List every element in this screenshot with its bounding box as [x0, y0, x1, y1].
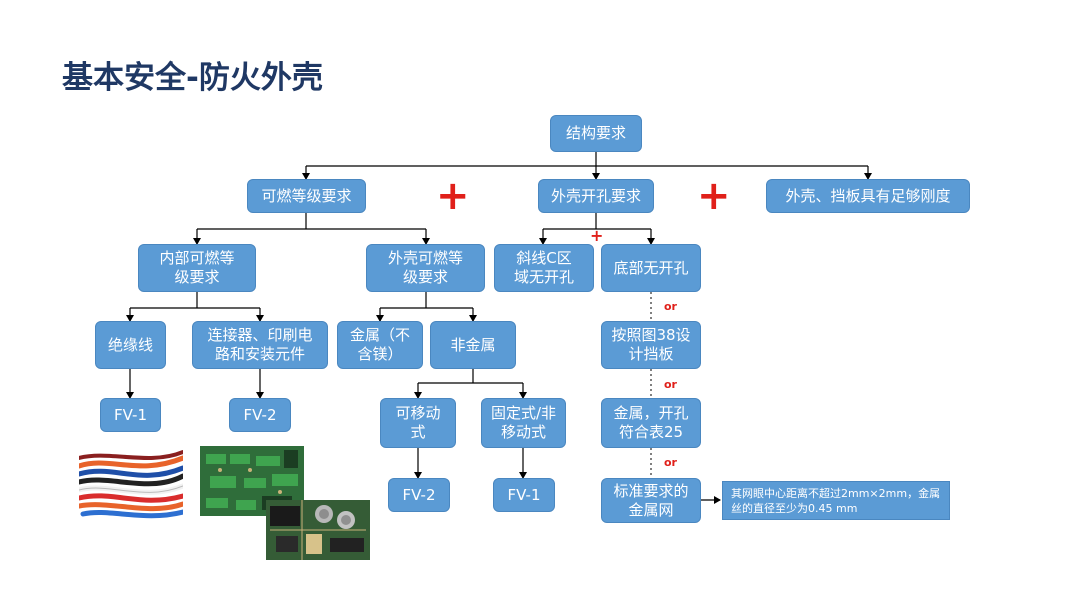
- structural-requirements-node: 结构要求: [550, 115, 642, 152]
- or-label: or: [664, 456, 677, 469]
- fv2-node: FV-2: [388, 478, 450, 512]
- fv2-node: FV-2: [229, 398, 291, 432]
- non-metal-node: 非金属: [430, 321, 516, 369]
- connectors-pcb-node: 连接器、印刷电路和安装元件: [192, 321, 328, 369]
- fv1-node: FV-1: [100, 398, 161, 432]
- baffle-design-node: 按照图38设计挡板: [601, 321, 701, 369]
- mesh-spec-note: 其网眼中心距离不超过2mm×2mm，金属丝的直径至少为0.45 mm: [722, 481, 950, 520]
- rigidity-requirements-node: 外壳、挡板具有足够刚度: [766, 179, 970, 213]
- movable-node: 可移动式: [380, 398, 456, 448]
- internal-flammability-node: 内部可燃等级要求: [138, 244, 256, 292]
- zone-c-no-openings-node: 斜线C区域无开孔: [494, 244, 594, 292]
- standard-metal-mesh-node: 标准要求的金属网: [601, 478, 701, 523]
- pcb-connectors-photo: [200, 446, 304, 516]
- or-label: or: [664, 378, 677, 391]
- pcb-components-photo: [266, 500, 370, 560]
- fixed-stationary-node: 固定式/非移动式: [481, 398, 566, 448]
- enclosure-flammability-node: 外壳可燃等级要求: [366, 244, 485, 292]
- bottom-no-openings-node: 底部无开孔: [601, 244, 701, 292]
- flammability-requirements-node: 可燃等级要求: [247, 179, 366, 213]
- metal-no-magnesium-node: 金属（不含镁）: [337, 321, 423, 369]
- plus-sign: +: [436, 173, 470, 219]
- fv1-node: FV-1: [493, 478, 555, 512]
- plus-sign: +: [697, 173, 731, 219]
- plus-sign-small: +: [590, 226, 604, 245]
- wires-photo: [79, 446, 183, 522]
- or-label: or: [664, 300, 677, 313]
- insulated-wire-node: 绝缘线: [95, 321, 166, 369]
- enclosure-opening-requirements-node: 外壳开孔要求: [538, 179, 654, 213]
- metal-openings-table25-node: 金属，开孔符合表25: [601, 398, 701, 448]
- page-title: 基本安全-防火外壳: [62, 60, 323, 96]
